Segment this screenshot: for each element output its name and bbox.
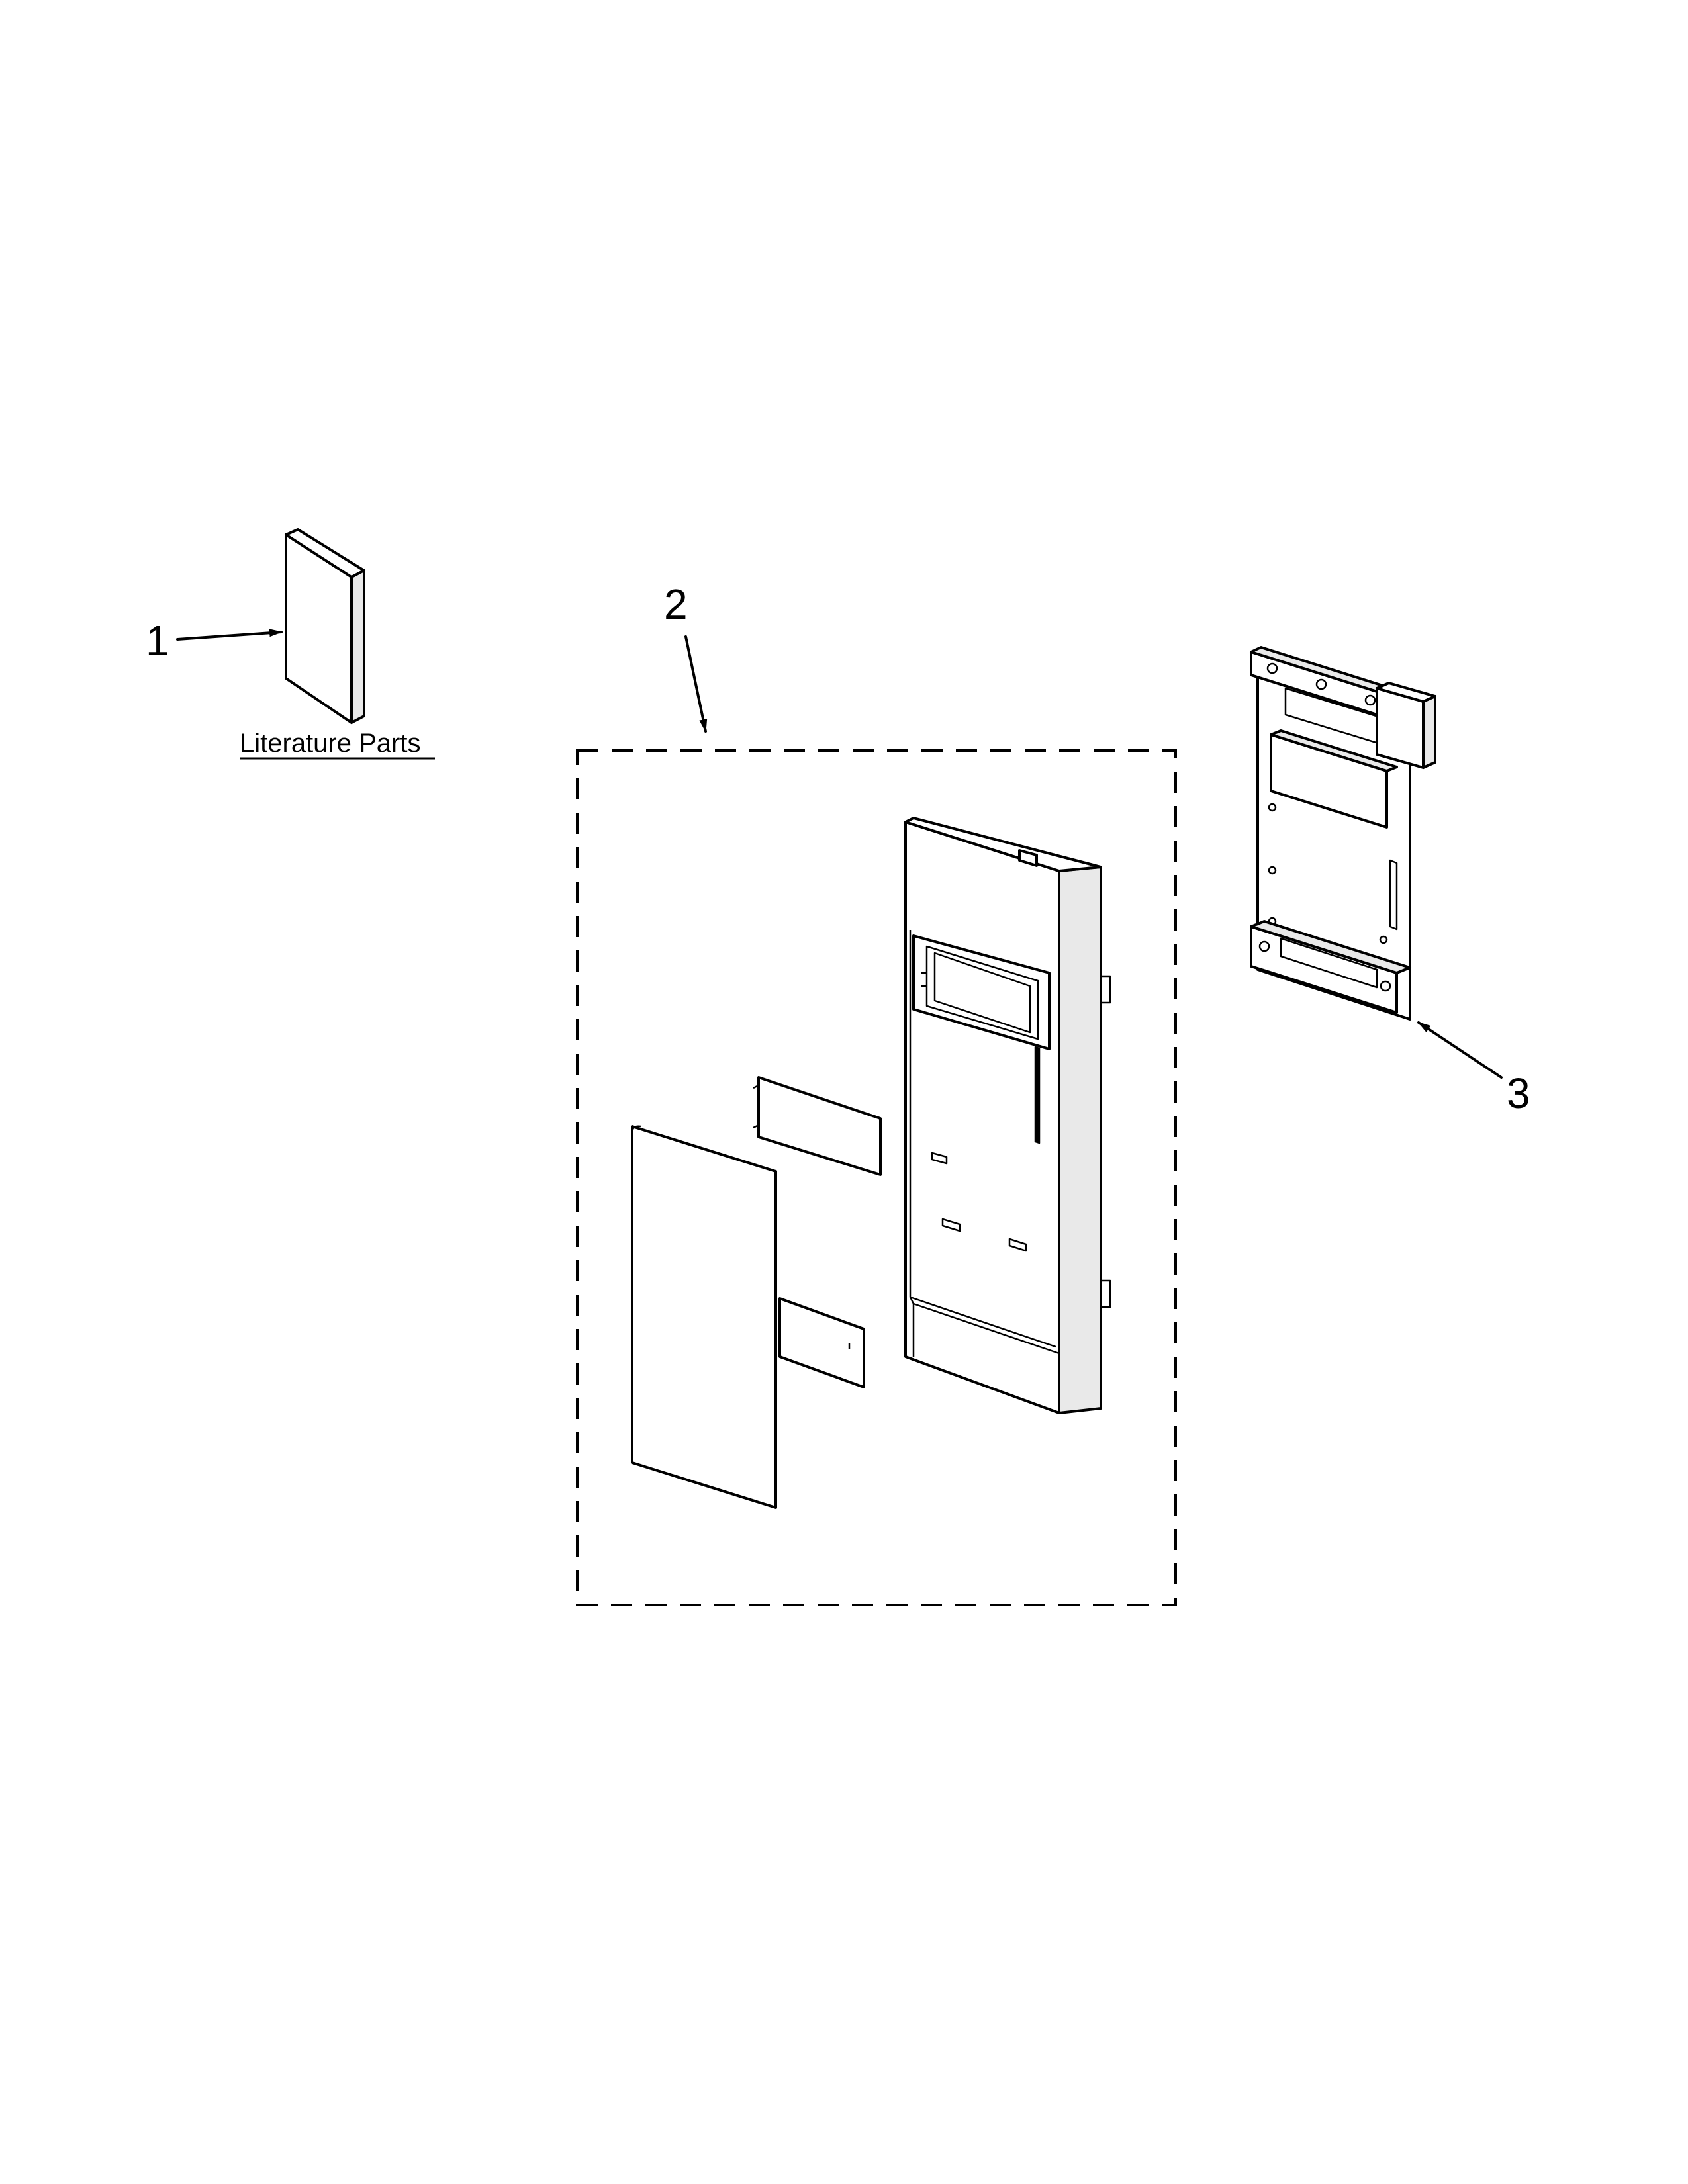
literature-book-icon xyxy=(285,528,365,724)
callout-number-2: 2 xyxy=(664,580,688,628)
callout-3-leader xyxy=(1417,1021,1503,1079)
callout-1-leader xyxy=(176,629,283,641)
literature-parts-text: Literature Parts xyxy=(240,729,420,758)
callout-number-1: 1 xyxy=(146,617,169,664)
callout-1: 1 xyxy=(146,617,283,664)
callout-number-3: 3 xyxy=(1507,1069,1530,1117)
keypad-membrane xyxy=(631,1125,777,1509)
callout-2-leader xyxy=(684,635,708,733)
control-panel-assembly xyxy=(904,817,1111,1414)
callout-3: 3 xyxy=(1417,1021,1530,1117)
connector-plate xyxy=(778,1297,865,1388)
mounting-bracket-assembly xyxy=(1250,646,1436,1021)
display-lens xyxy=(753,1076,882,1176)
literature-parts-label: Literature Parts xyxy=(240,729,435,760)
assembly-group-boundary xyxy=(576,749,1177,1606)
callout-2: 2 xyxy=(664,580,708,733)
